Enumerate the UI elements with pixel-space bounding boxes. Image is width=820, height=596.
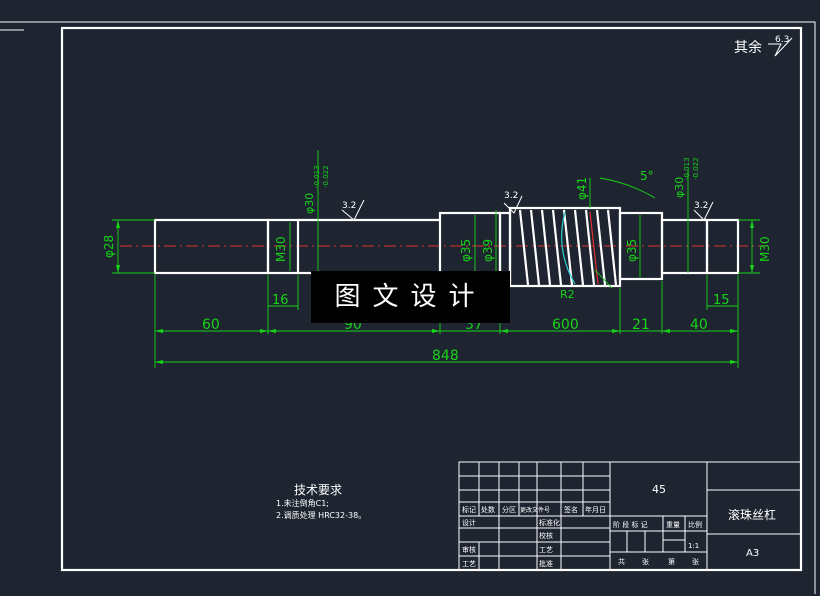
tb-row-process-check: 工艺 [539, 546, 553, 554]
dim-d28: φ28 [102, 235, 116, 258]
screw-thread-lines [518, 209, 618, 286]
roughness-note-prefix: 其余 [734, 39, 762, 56]
tech-requirements: 技术要求 1.未注倒角C1; 2.调质处理 HRC32-38。 [276, 483, 366, 520]
tb-header-docno: 更改文件号 [520, 506, 550, 514]
dim-d35-right: φ35 [625, 239, 639, 262]
dimension-arrows [116, 220, 754, 364]
dim-d30-right-tol-bot: -0.022 [692, 157, 700, 180]
tb-row-approve: 批准 [539, 559, 553, 568]
tb-material: 45 [652, 483, 666, 496]
tb-scale-label: 比例 [688, 520, 702, 529]
screw-section-marker [589, 211, 599, 285]
dim-d30-left: φ30 [303, 193, 316, 214]
dim-radius: R2 [560, 288, 575, 301]
shaft-thread-m30-left [266, 218, 300, 275]
dim-d30-right-tol-top: -0.013 [683, 157, 691, 180]
tb-sheets-label: 张 [642, 557, 649, 566]
title-block [458, 461, 802, 571]
tb-header-count: 处数 [481, 505, 495, 514]
dim-len-40: 40 [690, 317, 708, 333]
roughness-value-1: 3.2 [342, 201, 356, 211]
dim-m30-right: M30 [758, 236, 772, 262]
roughness-value-3: 3.2 [694, 201, 708, 211]
roughness-symbol-icon [768, 37, 793, 57]
tb-header-date: 年月日 [585, 505, 606, 514]
dim-len-21: 21 [632, 317, 650, 333]
tb-page-sheets-label: 张 [692, 557, 699, 566]
sheet-outer-border [0, 21, 816, 594]
dim-d30-left-tol-bot: -0.022 [322, 165, 330, 188]
roughness-symbol-icon [693, 201, 714, 221]
roughness-value-2: 3.2 [504, 191, 518, 201]
shaft-thread-m30-right [705, 218, 740, 275]
dim-len-15: 15 [713, 293, 730, 308]
tb-sheet-size: A3 [746, 548, 759, 559]
tb-page-label: 第 [668, 557, 675, 566]
tb-header-zone: 分区 [502, 505, 516, 514]
design-banner: 图文设计 [311, 271, 510, 323]
dim-d41: φ41 [575, 177, 589, 200]
dim-d30-left-tol-top: -0.013 [313, 165, 321, 188]
tech-req-title: 技术要求 [294, 483, 342, 497]
diameter-dimension-lines [112, 150, 760, 289]
tb-row-proof: 校核 [539, 531, 553, 540]
tb-header-mark: 标记 [462, 505, 476, 514]
roughness-callouts: 3.2 3.2 3.2 [341, 191, 714, 221]
roughness-note: 其余 6.3 [734, 35, 793, 57]
dim-len-848: 848 [432, 348, 459, 364]
tech-req-item-2: 2.调质处理 HRC32-38。 [276, 510, 366, 520]
dim-angle: 5° [640, 169, 654, 183]
drawing-frame [60, 26, 803, 572]
tb-weight-label: 重量 [666, 521, 680, 529]
tb-header-sign: 签名 [564, 505, 578, 514]
dim-m30-left: M30 [274, 236, 288, 262]
dim-len-60: 60 [202, 317, 220, 333]
screw-section-curve [561, 211, 576, 285]
tb-row-review: 审核 [462, 545, 476, 554]
roughness-symbol-icon [503, 195, 523, 214]
tb-total-label: 共 [618, 557, 625, 566]
dim-len-16: 16 [272, 293, 289, 308]
dim-d30-right: φ30 [673, 177, 686, 198]
tb-stage-label: 阶 段 标 记 [613, 520, 648, 529]
dim-d35-left: φ35 [459, 239, 473, 262]
length-dimension-lines [154, 275, 739, 368]
tb-row-standard: 标准化 [539, 518, 560, 527]
roughness-symbol-icon [341, 199, 365, 221]
dim-d39: φ39 [481, 239, 495, 262]
screw-thread-flights [518, 209, 618, 286]
tb-scale: 1:1 [688, 542, 699, 550]
tech-req-item-1: 1.未注倒角C1; [276, 498, 329, 508]
dim-len-600: 600 [552, 317, 579, 333]
tb-row-design: 设计 [462, 518, 476, 527]
tb-row-craft: 工艺 [462, 560, 476, 568]
roughness-note-value: 6.3 [775, 35, 789, 45]
tb-part-name: 滚珠丝杠 [728, 507, 776, 522]
